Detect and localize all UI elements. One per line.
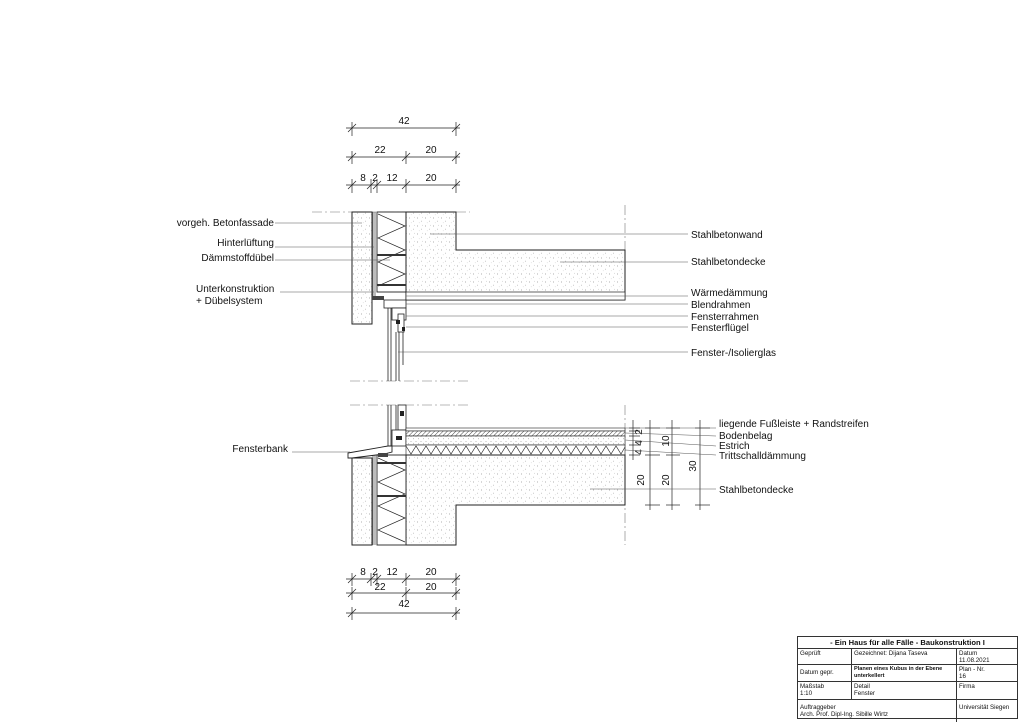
dim-top-detail-1: 8 (360, 173, 366, 184)
label-fussleiste: liegende Fußleiste + Randstreifen (719, 419, 869, 430)
dim-floor-mid-1: 10 (661, 435, 672, 447)
title-block-title: - Ein Haus für alle Fälle - Baukonstrukt… (798, 637, 1017, 649)
dim-floor-outer-1: 20 (636, 474, 647, 486)
dim-bottom-mid-1: 22 (374, 582, 386, 593)
tb-gezeichnet: Gezeichnet: Dijana Taseva (854, 650, 928, 657)
dim-bottom-total: 42 (398, 599, 410, 610)
tb-planen-1: Planen eines Kubus in der Ebene (854, 666, 943, 672)
dimension-lines-bottom (346, 573, 461, 620)
tb-geprueft: Geprüft (800, 650, 821, 657)
facade-lower (351, 457, 373, 546)
dim-top-mid-1: 22 (374, 145, 386, 156)
label-stahlbetondecke-top: Stahlbetondecke (691, 257, 766, 268)
dim-floor-small-1: 2 (634, 429, 645, 435)
concrete-wall-upper (405, 211, 626, 301)
fensterfluegel-lower (397, 404, 407, 431)
label-bodenbelag: Bodenbelag (719, 431, 772, 442)
tb-plan-nr-value: 16 (959, 673, 966, 680)
dim-top-mid-2: 20 (425, 145, 437, 156)
leader-lines (275, 222, 717, 490)
tb-datum-value: 11.08.2021 (959, 657, 990, 664)
label-stahlbetondecke-bottom: Stahlbetondecke (719, 485, 794, 496)
title-block: - Ein Haus für alle Fälle - Baukonstrukt… (797, 636, 1018, 722)
tb-massstab-label: Maßstab (800, 683, 825, 690)
label-hinterlueftung: Hinterlüftung (217, 238, 274, 249)
dim-top-detail-4: 20 (425, 173, 437, 184)
tb-universitaet: Universität Siegen (959, 704, 1010, 711)
label-blendrahmen: Blendrahmen (691, 300, 750, 311)
dim-bottom-detail-2: 2 (372, 567, 378, 578)
tb-firma: Firma (959, 683, 975, 690)
dim-top-detail-2: 2 (372, 173, 378, 184)
label-fensterbank: Fensterbank (232, 444, 289, 455)
dim-bottom-detail-4: 20 (425, 567, 437, 578)
dimension-lines-top (346, 122, 461, 193)
label-estrich: Estrich (719, 441, 750, 452)
label-unterkonstruktion-2: + Dübelsystem (196, 296, 262, 307)
tb-plan-nr-label: Plan - Nr. (959, 666, 985, 673)
label-isolierglas: Fenster-/Isolierglas (691, 348, 776, 359)
label-betonfassade: vorgeh. Betonfassade (177, 218, 275, 229)
blendrahmen-upper (383, 299, 407, 309)
tb-massstab-value: 1:10 (800, 690, 813, 697)
lower-section (347, 404, 626, 546)
dim-bottom-mid-2: 20 (425, 582, 437, 593)
tb-detail-label: Detail (854, 683, 870, 690)
label-unterkonstruktion-1: Unterkonstruktion (196, 284, 274, 295)
upper-section (351, 211, 626, 381)
tb-auftraggeber-label: Auftraggeber (800, 704, 836, 711)
tb-planen-2: unterkellert (854, 673, 885, 679)
dim-top-total: 42 (398, 116, 410, 127)
tb-datum-label: Datum (959, 650, 978, 657)
label-waermedaemmung: Wärmedämmung (691, 288, 768, 299)
tb-auftraggeber-value: Arch. Prof. Dipl-Ing. Sibille Wirtz (800, 711, 889, 718)
dim-bottom-detail-3: 12 (386, 567, 398, 578)
dim-floor-mid-2: 20 (661, 474, 672, 486)
label-trittschall: Trittschalldämmung (719, 451, 806, 462)
label-daemmstoffduebel: Dämmstoffdübel (201, 253, 274, 264)
tb-detail-value: Fenster (854, 690, 875, 697)
label-fensterfluegel: Fensterflügel (691, 323, 749, 334)
dim-bottom-detail-1: 8 (360, 567, 366, 578)
dim-floor-small-3: 4 (634, 449, 645, 455)
facade-upper (351, 211, 373, 325)
concrete-slab-lower (405, 454, 626, 546)
dim-floor-small-2: 4 (634, 440, 645, 446)
screed (405, 435, 626, 446)
label-fensterrahmen: Fensterrahmen (691, 312, 759, 323)
floor-covering (405, 430, 626, 437)
floor-edge-strip (405, 427, 626, 432)
dim-top-detail-3: 12 (386, 173, 398, 184)
dim-floor-outer-2: 30 (688, 460, 699, 472)
label-stahlbetonwand: Stahlbetonwand (691, 230, 763, 241)
tb-datum-gepr: Datum gepr. (800, 669, 834, 676)
insulation-zigzag-upper (377, 213, 406, 287)
